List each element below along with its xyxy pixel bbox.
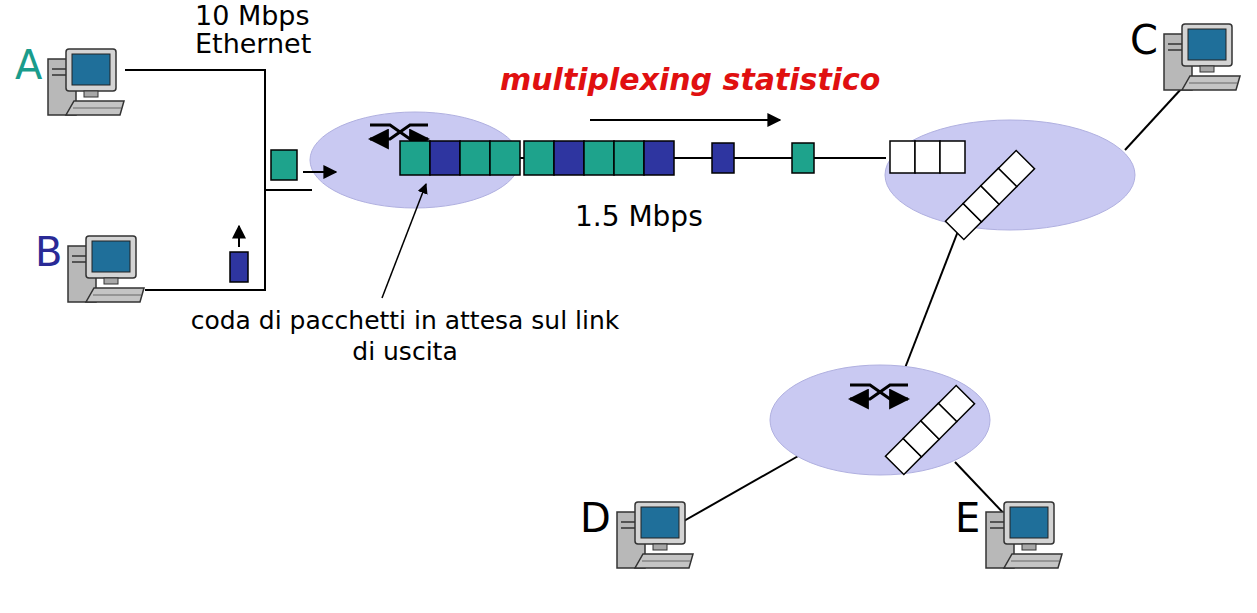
packet-arrows <box>239 172 336 247</box>
label-holder: 10 Mbps Ethernet <box>195 2 360 59</box>
switch-symbol <box>850 385 908 399</box>
host-letter: A <box>15 45 42 85</box>
host-computer: C <box>1130 20 1242 95</box>
empty-queue <box>890 141 965 173</box>
flow-arrow <box>590 119 780 121</box>
computer-icon <box>66 232 146 307</box>
label-holder: multiplexing statistico <box>500 62 880 98</box>
label-holder: coda di pacchetti in attesa sul link di … <box>185 305 625 368</box>
leader-line <box>382 184 426 298</box>
callout-note: coda di pacchetti in attesa sul link di … <box>185 305 625 368</box>
title-note: multiplexing statistico <box>500 62 880 98</box>
computer-icon <box>46 45 126 120</box>
router <box>770 365 990 475</box>
label-holder: 1.5 Mbps <box>575 200 703 234</box>
computer-icon <box>984 498 1064 573</box>
link-speed: 10 Mbps Ethernet <box>195 2 360 59</box>
host-letter: D <box>580 498 611 538</box>
host-computer: A <box>15 45 126 120</box>
router <box>885 120 1135 230</box>
host-letter: E <box>955 498 980 538</box>
computer-icon <box>1162 20 1242 95</box>
link-packets <box>524 141 814 175</box>
host-computer: D <box>580 498 695 573</box>
host-letter: B <box>35 232 62 272</box>
computer-icon <box>615 498 695 573</box>
empty-queue <box>945 150 1034 239</box>
link-speed: 1.5 Mbps <box>575 200 703 234</box>
host-computer: E <box>955 498 1064 573</box>
router <box>310 112 520 208</box>
host-computer: B <box>35 232 146 307</box>
switch-symbol <box>370 125 428 139</box>
host-packets <box>230 150 297 282</box>
host-letter: C <box>1130 20 1158 60</box>
packet-queue <box>400 141 520 175</box>
ethernet-wires <box>125 70 312 290</box>
empty-queue <box>885 385 974 474</box>
